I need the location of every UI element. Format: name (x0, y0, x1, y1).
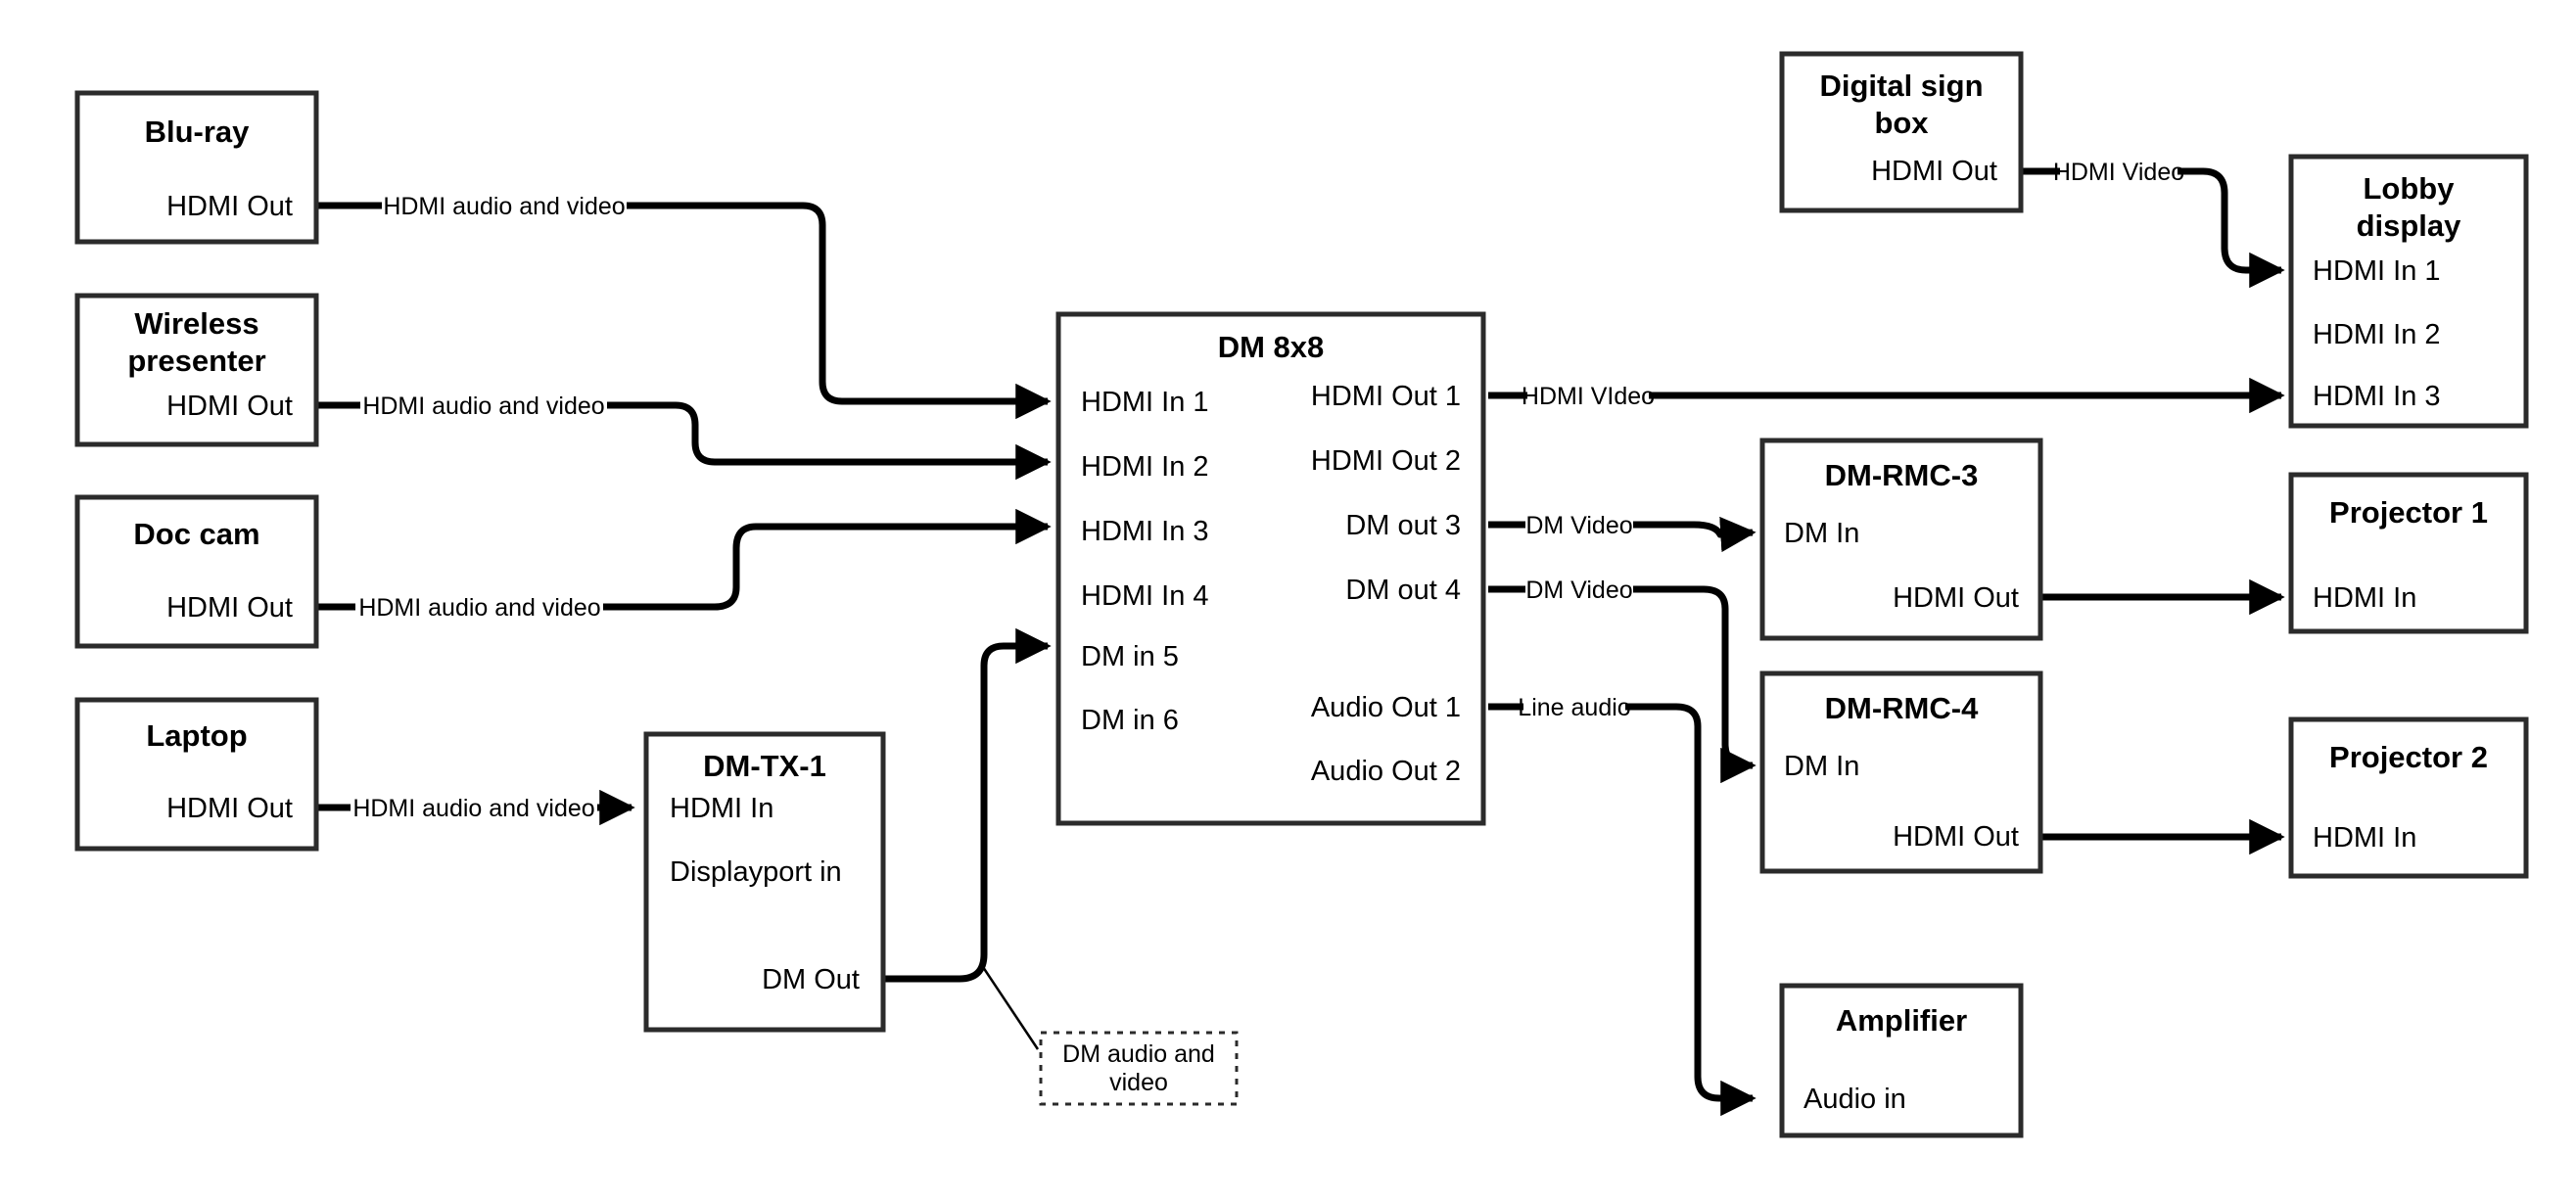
port-dm-rmc-4-hdmi-out: HDMI Out (1893, 821, 2019, 853)
node-wireless-presenter-title-line2: presenter (127, 344, 265, 378)
port-dm-8x8-hdmi-out-2: HDMI Out 2 (1311, 445, 1461, 477)
port-dm-8x8-hdmi-in-4: HDMI In 4 (1081, 580, 1209, 612)
port-dm-8x8-hdmi-in-3: HDMI In 3 (1081, 516, 1209, 547)
node-digital-sign-box-title-line1: Digital sign (1819, 69, 1983, 103)
port-bluray-hdmi-out: HDMI Out (166, 191, 293, 222)
node-doc-cam-title: Doc cam (133, 517, 259, 551)
node-wireless-presenter-box[interactable] (74, 293, 319, 447)
wire-wireless-to-dm-in2 (316, 401, 1048, 462)
node-dm-8x8-box[interactable] (1055, 311, 1486, 826)
annotation-line1: DM audio and (1062, 1040, 1215, 1068)
annotation-line2: video (1109, 1069, 1168, 1096)
node-lobby-display-title-line1: Lobby (2364, 171, 2456, 206)
port-dm-tx-1-displayport-in: Displayport in (670, 856, 842, 888)
node-dm-rmc-4-title: DM-RMC-4 (1825, 691, 1979, 725)
port-dm-8x8-audio-out-2: Audio Out 2 (1311, 756, 1461, 787)
edge-label-dm-video-3: DM Video (1525, 512, 1632, 539)
node-digital-sign-box[interactable]: Digital sign box HDMI Out (1779, 51, 2024, 213)
edge-label-layer: HDMI audio and video HDMI audio and vide… (352, 159, 2184, 822)
wire-tx-to-dm-in5 (883, 627, 1052, 983)
port-doc-cam-hdmi-out: HDMI Out (166, 592, 293, 624)
node-dm-8x8[interactable]: DM 8x8 HDMI In 1 HDMI In 2 HDMI In 3 HDM… (1055, 311, 1486, 826)
node-amplifier-title: Amplifier (1836, 1003, 1967, 1038)
node-dm-rmc-4-box[interactable] (1759, 670, 2043, 874)
port-lobby-display-hdmi-in-3: HDMI In 3 (2313, 381, 2441, 412)
port-dm-rmc-3-dm-in: DM In (1784, 518, 1859, 549)
node-wireless-presenter-title-line1: Wireless (134, 306, 258, 341)
annotation-box (1039, 1031, 1239, 1106)
node-doc-cam-box[interactable] (74, 494, 319, 649)
node-laptop-box[interactable] (74, 697, 319, 852)
node-dm-8x8-title: DM 8x8 (1218, 330, 1325, 364)
wire-layer (316, 167, 2281, 1098)
node-dm-tx-1[interactable]: DM-TX-1 HDMI In Displayport in DM Out (643, 731, 886, 1033)
node-doc-cam[interactable]: Doc cam HDMI Out (74, 494, 319, 649)
edge-label-dm-video-4: DM Video (1525, 577, 1632, 604)
port-dm-8x8-dm-out-3: DM out 3 (1345, 510, 1461, 541)
edge-label-doccam: HDMI audio and video (358, 594, 600, 622)
node-bluray-title: Blu-ray (145, 115, 251, 149)
node-bluray-box[interactable] (74, 90, 319, 245)
wire-doccam-to-dm-in3 (316, 527, 1048, 611)
port-dm-tx-1-dm-out: DM Out (762, 964, 860, 995)
port-dm-8x8-hdmi-out-1: HDMI Out 1 (1311, 381, 1461, 412)
port-dm-rmc-3-hdmi-out: HDMI Out (1893, 582, 2019, 614)
port-lobby-display-hdmi-in-1: HDMI In 1 (2313, 255, 2441, 287)
annotation-dm-audio-and-video: DM audio and video (1039, 1031, 1239, 1106)
port-dm-rmc-4-dm-in: DM In (1784, 751, 1859, 782)
port-projector-1-hdmi-in: HDMI In (2313, 582, 2416, 614)
node-amplifier-box[interactable] (1779, 983, 2024, 1138)
node-lobby-display-box[interactable] (2288, 154, 2529, 429)
port-dm-8x8-dm-out-4: DM out 4 (1345, 575, 1461, 606)
port-dm-8x8-audio-out-1: Audio Out 1 (1311, 692, 1461, 723)
wire-audio-out1-to-amp (1488, 703, 1753, 1098)
edge-label-wireless: HDMI audio and video (362, 393, 604, 420)
node-lobby-display[interactable]: Lobby display HDMI In 1 HDMI In 2 HDMI I… (2288, 154, 2529, 429)
port-dm-8x8-dm-in-5: DM in 5 (1081, 641, 1179, 672)
node-laptop-title: Laptop (146, 718, 247, 753)
port-dm-tx-1-hdmi-in: HDMI In (670, 793, 773, 824)
node-amplifier[interactable]: Amplifier Audio in (1779, 983, 2024, 1138)
edge-label-hdmi-video-sign: HDMI Video (2053, 159, 2184, 186)
node-lobby-display-title-line2: display (2357, 208, 2462, 243)
node-dm-tx-1-title: DM-TX-1 (703, 749, 826, 783)
edge-label-hdmi-video-out1: HDMI VIdeo (1522, 383, 1655, 410)
port-projector-2-hdmi-in: HDMI In (2313, 822, 2416, 854)
wire-sign-to-lobby-in1 (2021, 167, 2281, 270)
wire-dm-out3-to-rmc3 (1488, 525, 1753, 534)
node-dm-rmc-3[interactable]: DM-RMC-3 DM In HDMI Out (1759, 438, 2043, 641)
node-projector-2-title: Projector 2 (2329, 740, 2488, 774)
port-lobby-display-hdmi-in-2: HDMI In 2 (2313, 319, 2441, 350)
node-dm-tx-1-box[interactable] (643, 731, 886, 1033)
edge-label-line-audio: Line audio (1518, 694, 1630, 721)
node-dm-rmc-3-box[interactable] (1759, 438, 2043, 641)
node-projector-2[interactable]: Projector 2 HDMI In (2288, 716, 2529, 879)
node-laptop[interactable]: Laptop HDMI Out (74, 697, 319, 852)
port-laptop-hdmi-out: HDMI Out (166, 793, 293, 824)
node-dm-rmc-3-title: DM-RMC-3 (1825, 458, 1979, 492)
edge-label-laptop: HDMI audio and video (352, 795, 594, 822)
port-amplifier-audio-in: Audio in (1803, 1084, 1906, 1115)
node-projector-1[interactable]: Projector 1 HDMI In (2288, 472, 2529, 634)
port-dm-8x8-hdmi-in-1: HDMI In 1 (1081, 387, 1209, 418)
port-dm-8x8-dm-in-6: DM in 6 (1081, 705, 1179, 736)
port-wireless-presenter-hdmi-out: HDMI Out (166, 391, 293, 422)
node-digital-sign-box-title-line2: box (1874, 106, 1929, 140)
leader-dm-audio-note (979, 963, 1040, 1050)
wire-bluray-to-dm-in1 (316, 202, 1048, 401)
wire-dm-out4-to-rmc4 (1488, 585, 1753, 765)
node-dm-rmc-4[interactable]: DM-RMC-4 DM In HDMI Out (1759, 670, 2043, 874)
port-digital-sign-box-hdmi-out: HDMI Out (1871, 156, 1997, 187)
node-projector-2-box[interactable] (2288, 716, 2529, 879)
node-projector-1-title: Projector 1 (2329, 495, 2488, 530)
node-wireless-presenter[interactable]: Wireless presenter HDMI Out (74, 293, 319, 447)
port-dm-8x8-hdmi-in-2: HDMI In 2 (1081, 451, 1209, 483)
node-bluray[interactable]: Blu-ray HDMI Out (74, 90, 319, 245)
node-projector-1-box[interactable] (2288, 472, 2529, 634)
edge-label-bluray: HDMI audio and video (383, 193, 625, 220)
node-digital-sign-box-box[interactable] (1779, 51, 2024, 213)
